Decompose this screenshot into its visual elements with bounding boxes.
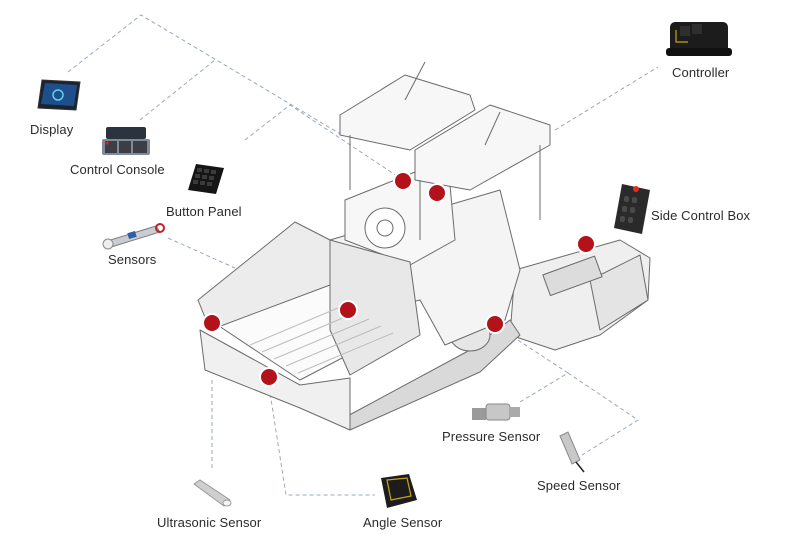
leader-line-button-panel [244,104,401,179]
hotspot-console-2[interactable] [427,183,447,203]
auger-cylinder [542,255,603,297]
antenna [404,61,426,101]
ultrasonic-sensor-icon[interactable] [190,478,234,508]
component-label-display: Display [30,122,74,137]
radiator-fan-hub [376,219,394,237]
component-label-angle-sensor: Angle Sensor [363,515,443,530]
component-label-control-console: Control Console [70,162,165,177]
component-label-sensors: Sensors [108,252,157,267]
controller-box-icon[interactable] [666,12,732,62]
control-console-icon[interactable] [100,125,152,159]
leader-line-speed [567,372,639,456]
radiator-fan [364,207,406,249]
component-label-pressure-sensor: Pressure Sensor [442,429,541,444]
speed-sensor-icon[interactable] [556,430,588,474]
component-label-button-panel: Button Panel [166,204,242,219]
leader-line-controller [554,66,659,131]
canopy-left [339,74,476,151]
remote-control-icon[interactable] [610,182,652,236]
hotspot-hopper-left[interactable] [202,313,222,333]
leader-line-display [67,14,343,136]
angle-sensor-icon[interactable] [375,472,419,510]
component-label-ultrasonic-sensor: Ultrasonic Sensor [157,515,262,530]
hotspot-front[interactable] [259,367,279,387]
leader-line-console [139,59,216,121]
leader-line-angle [267,379,375,496]
component-label-side-control-box: Side Control Box [651,208,751,223]
pressure-sensor-icon[interactable] [470,400,524,424]
hotspot-track[interactable] [485,314,505,334]
leader-lines [67,14,659,496]
hotspot-hopper-center[interactable] [338,300,358,320]
leader-line-sensors [167,237,236,269]
canopy-right [414,104,551,191]
cylinder-sensor-icon[interactable] [100,220,168,250]
conveyor-slats [249,304,394,374]
paver-machine [197,61,651,431]
tablet-display-icon[interactable] [36,78,82,114]
keypad-icon[interactable] [186,162,226,196]
screed-end-plate [589,254,649,331]
component-label-speed-sensor: Speed Sensor [537,478,621,493]
component-label-controller: Controller [672,65,730,80]
hopper-wing-right [329,239,421,376]
antenna [484,111,501,146]
hotspot-console-1[interactable] [393,171,413,191]
hotspot-side-box[interactable] [576,234,596,254]
